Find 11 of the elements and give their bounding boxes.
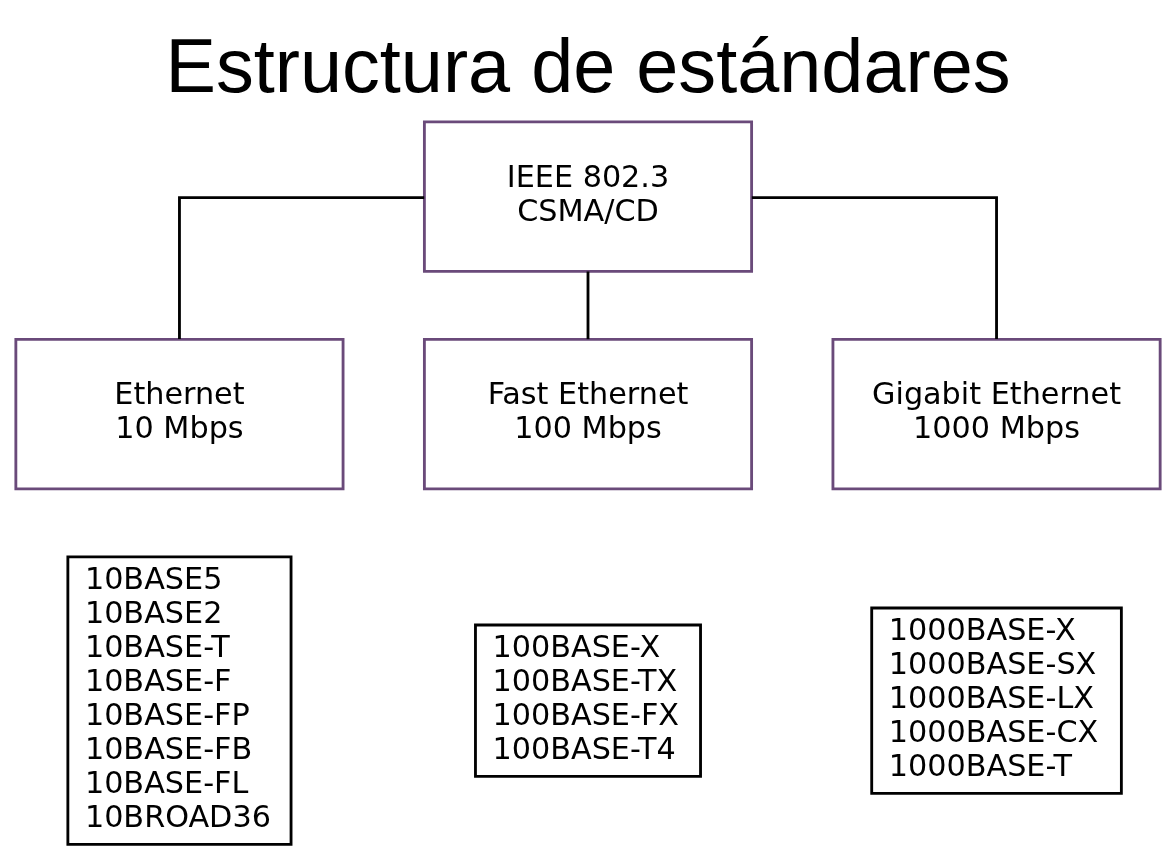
node-box: Gigabit Ethernet 1000 Mbps (831, 338, 1162, 491)
diagram-title: Estructura de estándares (165, 23, 1011, 108)
node-box: 10BASE5 10BASE2 10BASE-T 10BASE-F 10BASE-FP 10BASE-FB 10BASE-FL 10BROAD36 (66, 555, 293, 846)
connector (751, 196, 998, 339)
connector (178, 196, 425, 339)
node-box: 100BASE-X 100BASE-TX 100BASE-FX 100BASE-T4 (474, 623, 702, 778)
node-box: Ethernet 10 Mbps (14, 338, 345, 491)
node-box: 1000BASE-X 1000BASE-SX 1000BASE-LX 1000BASE-CX 1000BASE-T (870, 606, 1123, 795)
node-box: IEEE 802.3 CSMA/CD (422, 120, 754, 273)
node-box: Fast Ethernet 100 Mbps (422, 338, 754, 491)
connector (586, 271, 590, 340)
